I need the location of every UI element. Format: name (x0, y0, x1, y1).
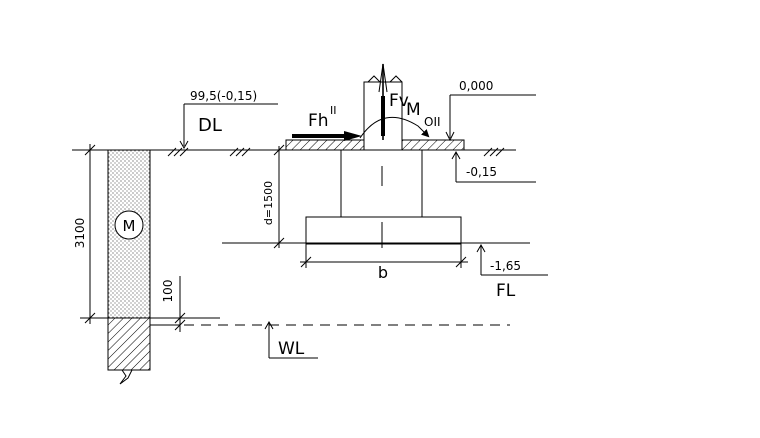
wl-offset-label: 100 (161, 280, 175, 303)
ground-level-label: -0,15 (466, 165, 497, 179)
force-h-superscript: II (330, 104, 337, 117)
width-dimension: b (300, 244, 468, 282)
foundation-depth-label: d=1500 (262, 181, 275, 225)
foundation-footing (305, 216, 462, 248)
horizontal-force: Fh II (292, 104, 362, 141)
foundation-depth-dimension: d=1500 (222, 144, 530, 249)
dl-marker: 99,5(-0,15) DL (179, 89, 278, 150)
total-depth-dimension: 3100 (73, 144, 106, 324)
vertical-force: Fv (381, 91, 409, 136)
wl-label: WL (278, 339, 305, 359)
fl-marker: -1,65 FL (476, 243, 548, 301)
dl-label: DL (198, 115, 222, 136)
width-label: b (378, 263, 388, 282)
total-depth-label: 3100 (73, 218, 87, 249)
soil-label: M (123, 217, 136, 235)
moment-arc: M OII (359, 100, 441, 139)
soil-symbol: M (114, 210, 144, 240)
moment-label: M (406, 100, 421, 120)
force-h-label: Fh (308, 111, 329, 131)
wl-marker: WL (264, 320, 318, 359)
zero-level-marker: 0,000 (445, 79, 536, 142)
fl-level-label: -1,65 (490, 259, 521, 273)
moment-subscript: OII (424, 115, 441, 129)
ground-level-marker: -0,15 (451, 150, 536, 183)
force-v-label: Fv (389, 91, 409, 111)
water-level: 100 (80, 276, 510, 332)
fl-label: FL (496, 281, 516, 301)
dl-level-label: 99,5(-0,15) (190, 89, 257, 103)
borehole-column (107, 149, 151, 385)
zero-level-label: 0,000 (459, 79, 493, 93)
foundation-pedestal (340, 149, 423, 218)
